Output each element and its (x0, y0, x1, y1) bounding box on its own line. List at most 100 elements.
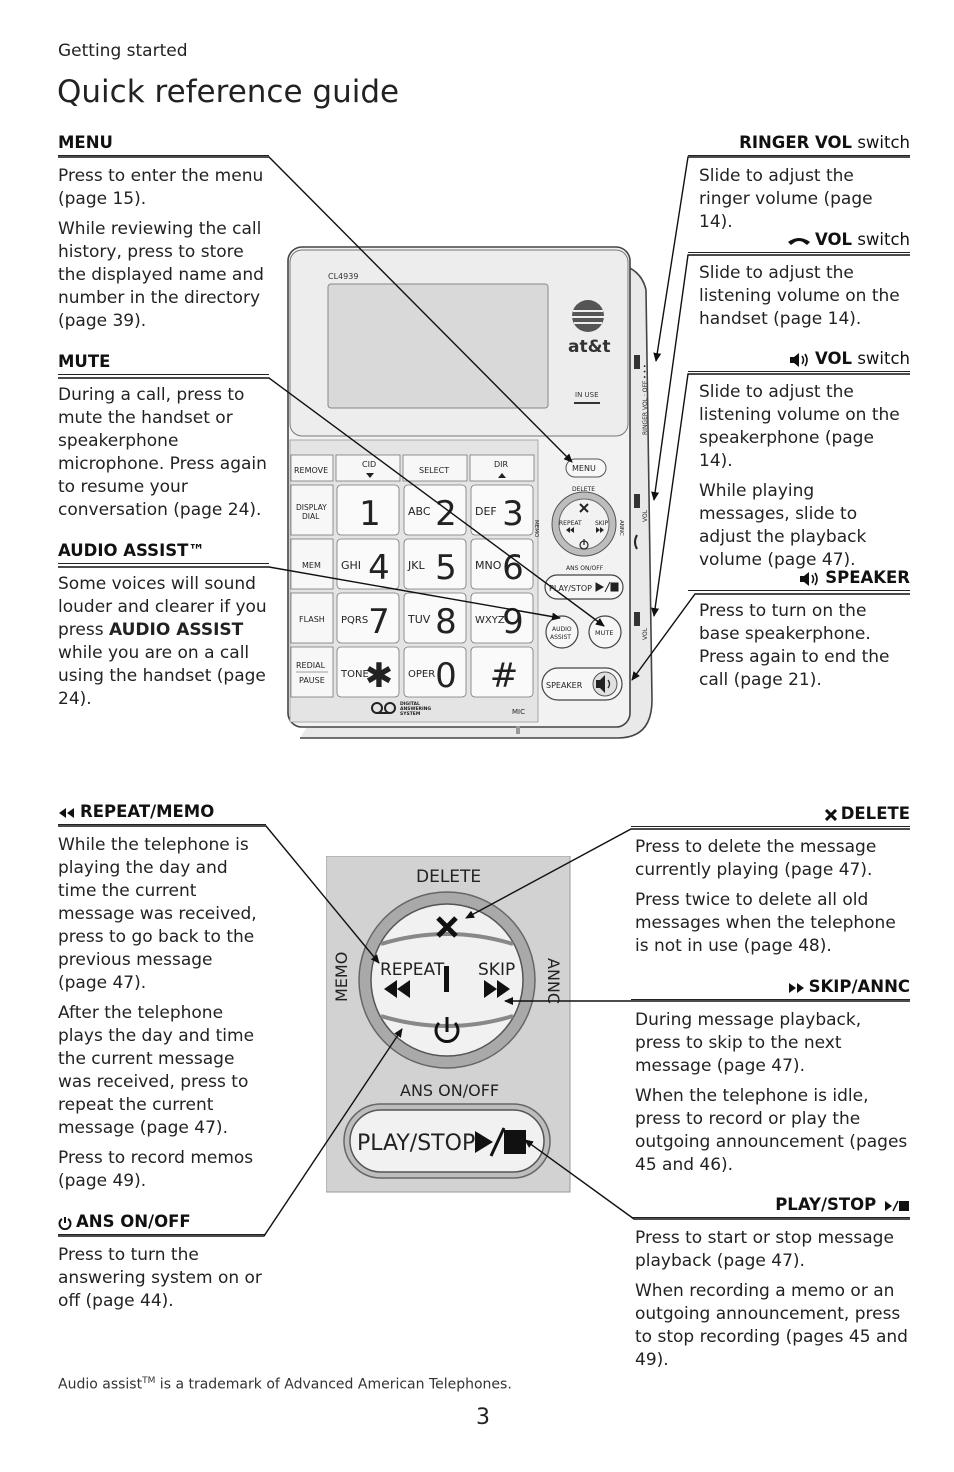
speaker-vol-callout-title: VOL switch (688, 349, 910, 372)
in-use-light (574, 402, 600, 404)
menu-callout-text: Press to enter the menu (page 15). (58, 166, 264, 209)
das-label: ANSWERING (400, 706, 431, 712)
key-letters: TUV (407, 613, 431, 626)
remove-key[interactable] (290, 454, 334, 482)
key-letters: ABC (408, 505, 431, 518)
display-dial-key[interactable] (290, 484, 334, 536)
fast-forward-icon (788, 982, 804, 993)
mute-label: MUTE (595, 629, 613, 637)
key-6[interactable] (470, 538, 534, 590)
closeup-play-stop-button[interactable] (349, 1109, 545, 1173)
key-2[interactable] (403, 484, 467, 536)
repeat-memo-callout: REPEAT/MEMO While the telephone is playi… (58, 802, 266, 1193)
speaker-vol-switch[interactable] (634, 612, 640, 626)
play-stop-callout: PLAY/STOP Press to start or stop message… (631, 1195, 910, 1372)
fast-forward-icon (596, 527, 604, 533)
select-key-label: SELECT (419, 466, 449, 475)
handset-vol-switch[interactable] (634, 494, 640, 508)
skip-label: SKIP (595, 520, 609, 527)
flash-key[interactable] (290, 592, 334, 644)
key-digit: 0 (435, 656, 457, 696)
key-letters: TONE (340, 669, 369, 680)
speaker-vol-callout-text: Slide to adjust the listening volume on … (699, 382, 900, 471)
speaker-icon (800, 571, 819, 586)
in-use-label: IN USE (575, 391, 599, 399)
key-star[interactable] (336, 646, 400, 698)
select-key[interactable] (402, 454, 468, 482)
closeup-annc-label: ANNC (544, 958, 563, 1004)
menu-callout-title: MENU (58, 133, 269, 156)
skip-annc-callout-title: SKIP/ANNC (631, 977, 910, 1000)
key-8[interactable] (403, 592, 467, 644)
menu-button[interactable] (565, 458, 607, 478)
closeup-fast-forward-icon[interactable] (484, 980, 510, 998)
ringer-vol-switch[interactable] (634, 355, 640, 369)
play-stop-callout-text: Press to start or stop message playback … (635, 1228, 894, 1271)
model-number: CL4939 (328, 272, 358, 281)
pause-label: PAUSE (299, 676, 325, 685)
callout-leaders-bottom (58, 825, 910, 1237)
key-5[interactable] (403, 538, 467, 590)
delete-callout: DELETE Press to delete the message curre… (631, 804, 910, 958)
speaker-vol-callout: VOL switch Slide to adjust the listening… (688, 349, 910, 572)
cid-key-label: CID (362, 460, 376, 469)
section-label: Getting started (58, 41, 188, 61)
mic-label: MIC (512, 708, 525, 716)
rewind-icon (566, 527, 574, 533)
skip-annc-callout-text: When the telephone is idle, press to rec… (635, 1086, 908, 1175)
key-digit: 7 (368, 602, 390, 642)
closeup-memo-label: MEMO (332, 952, 351, 1002)
audio-assist-label: AUDIO (552, 626, 572, 633)
mem-key[interactable] (290, 538, 334, 590)
rewind-icon (59, 807, 74, 818)
play-stop-button[interactable] (544, 574, 624, 600)
annc-label: ANNC (618, 520, 624, 536)
delete-label: DELETE (572, 486, 595, 493)
page-title: Quick reference guide (57, 74, 400, 110)
mem-key-label: MEM (302, 561, 321, 570)
key-0[interactable] (403, 646, 467, 698)
key-letters: GHI (341, 559, 361, 572)
das-label: DIGITAL (400, 701, 420, 707)
brand-text: at&t (568, 337, 611, 357)
play-stop-label: PLAY/STOP (549, 584, 592, 593)
speaker-vol-callout-text: While playing messages, slide to adjust … (699, 481, 867, 570)
key-7[interactable] (336, 592, 400, 644)
closeup-power-icon[interactable] (434, 1021, 460, 1043)
closeup-rewind-icon[interactable] (384, 980, 410, 998)
speaker-callout: SPEAKER Press to turn on the base speake… (688, 568, 910, 692)
audio-assist-button[interactable] (545, 615, 579, 649)
handset-vol-callout-text: Slide to adjust the listening volume on … (699, 263, 900, 329)
lcd-screen (327, 283, 549, 409)
key-letters: WXYZ (475, 615, 505, 626)
repeat-memo-callout-text: After the telephone plays the day and ti… (58, 1003, 255, 1138)
mic-hole (516, 726, 520, 734)
key-digit: # (490, 656, 519, 696)
audio-assist-callout-text: Some voices will sound louder and cleare… (58, 574, 267, 709)
delete-callout-text: Press twice to delete all old messages w… (635, 890, 896, 956)
key-digit: 9 (502, 602, 524, 642)
closeup-ans-onoff-label: ANS ON/OFF (400, 1081, 499, 1100)
key-pound[interactable] (470, 646, 534, 698)
key-digit: 1 (359, 494, 381, 534)
memo-label: MEMO (533, 520, 539, 538)
answering-controls-closeup: DELETE REPEAT SKIP MEMO ANNC ANS ON/OFF … (326, 856, 571, 1193)
vol-label: VOL (642, 509, 649, 522)
key-1[interactable] (336, 484, 400, 536)
key-4[interactable] (336, 538, 400, 590)
cid-key[interactable] (335, 454, 401, 482)
x-icon (579, 503, 589, 513)
play-stop-icon (595, 581, 619, 593)
mute-callout-text: During a call, press to mute the handset… (58, 385, 267, 520)
closeup-divider (444, 966, 449, 992)
das-logo-icon (371, 702, 396, 714)
closeup-x-icon[interactable] (436, 916, 458, 938)
key-3[interactable] (470, 484, 534, 536)
closeup-repeat-label: REPEAT (380, 960, 445, 980)
ans-onoff-label: ANS ON/OFF (566, 565, 604, 572)
skip-annc-callout-text: During message playback, press to skip t… (635, 1010, 862, 1076)
display-dial-label: DISPLAY (296, 503, 327, 512)
power-icon (58, 1216, 72, 1230)
dir-key-label: DIR (494, 460, 509, 469)
